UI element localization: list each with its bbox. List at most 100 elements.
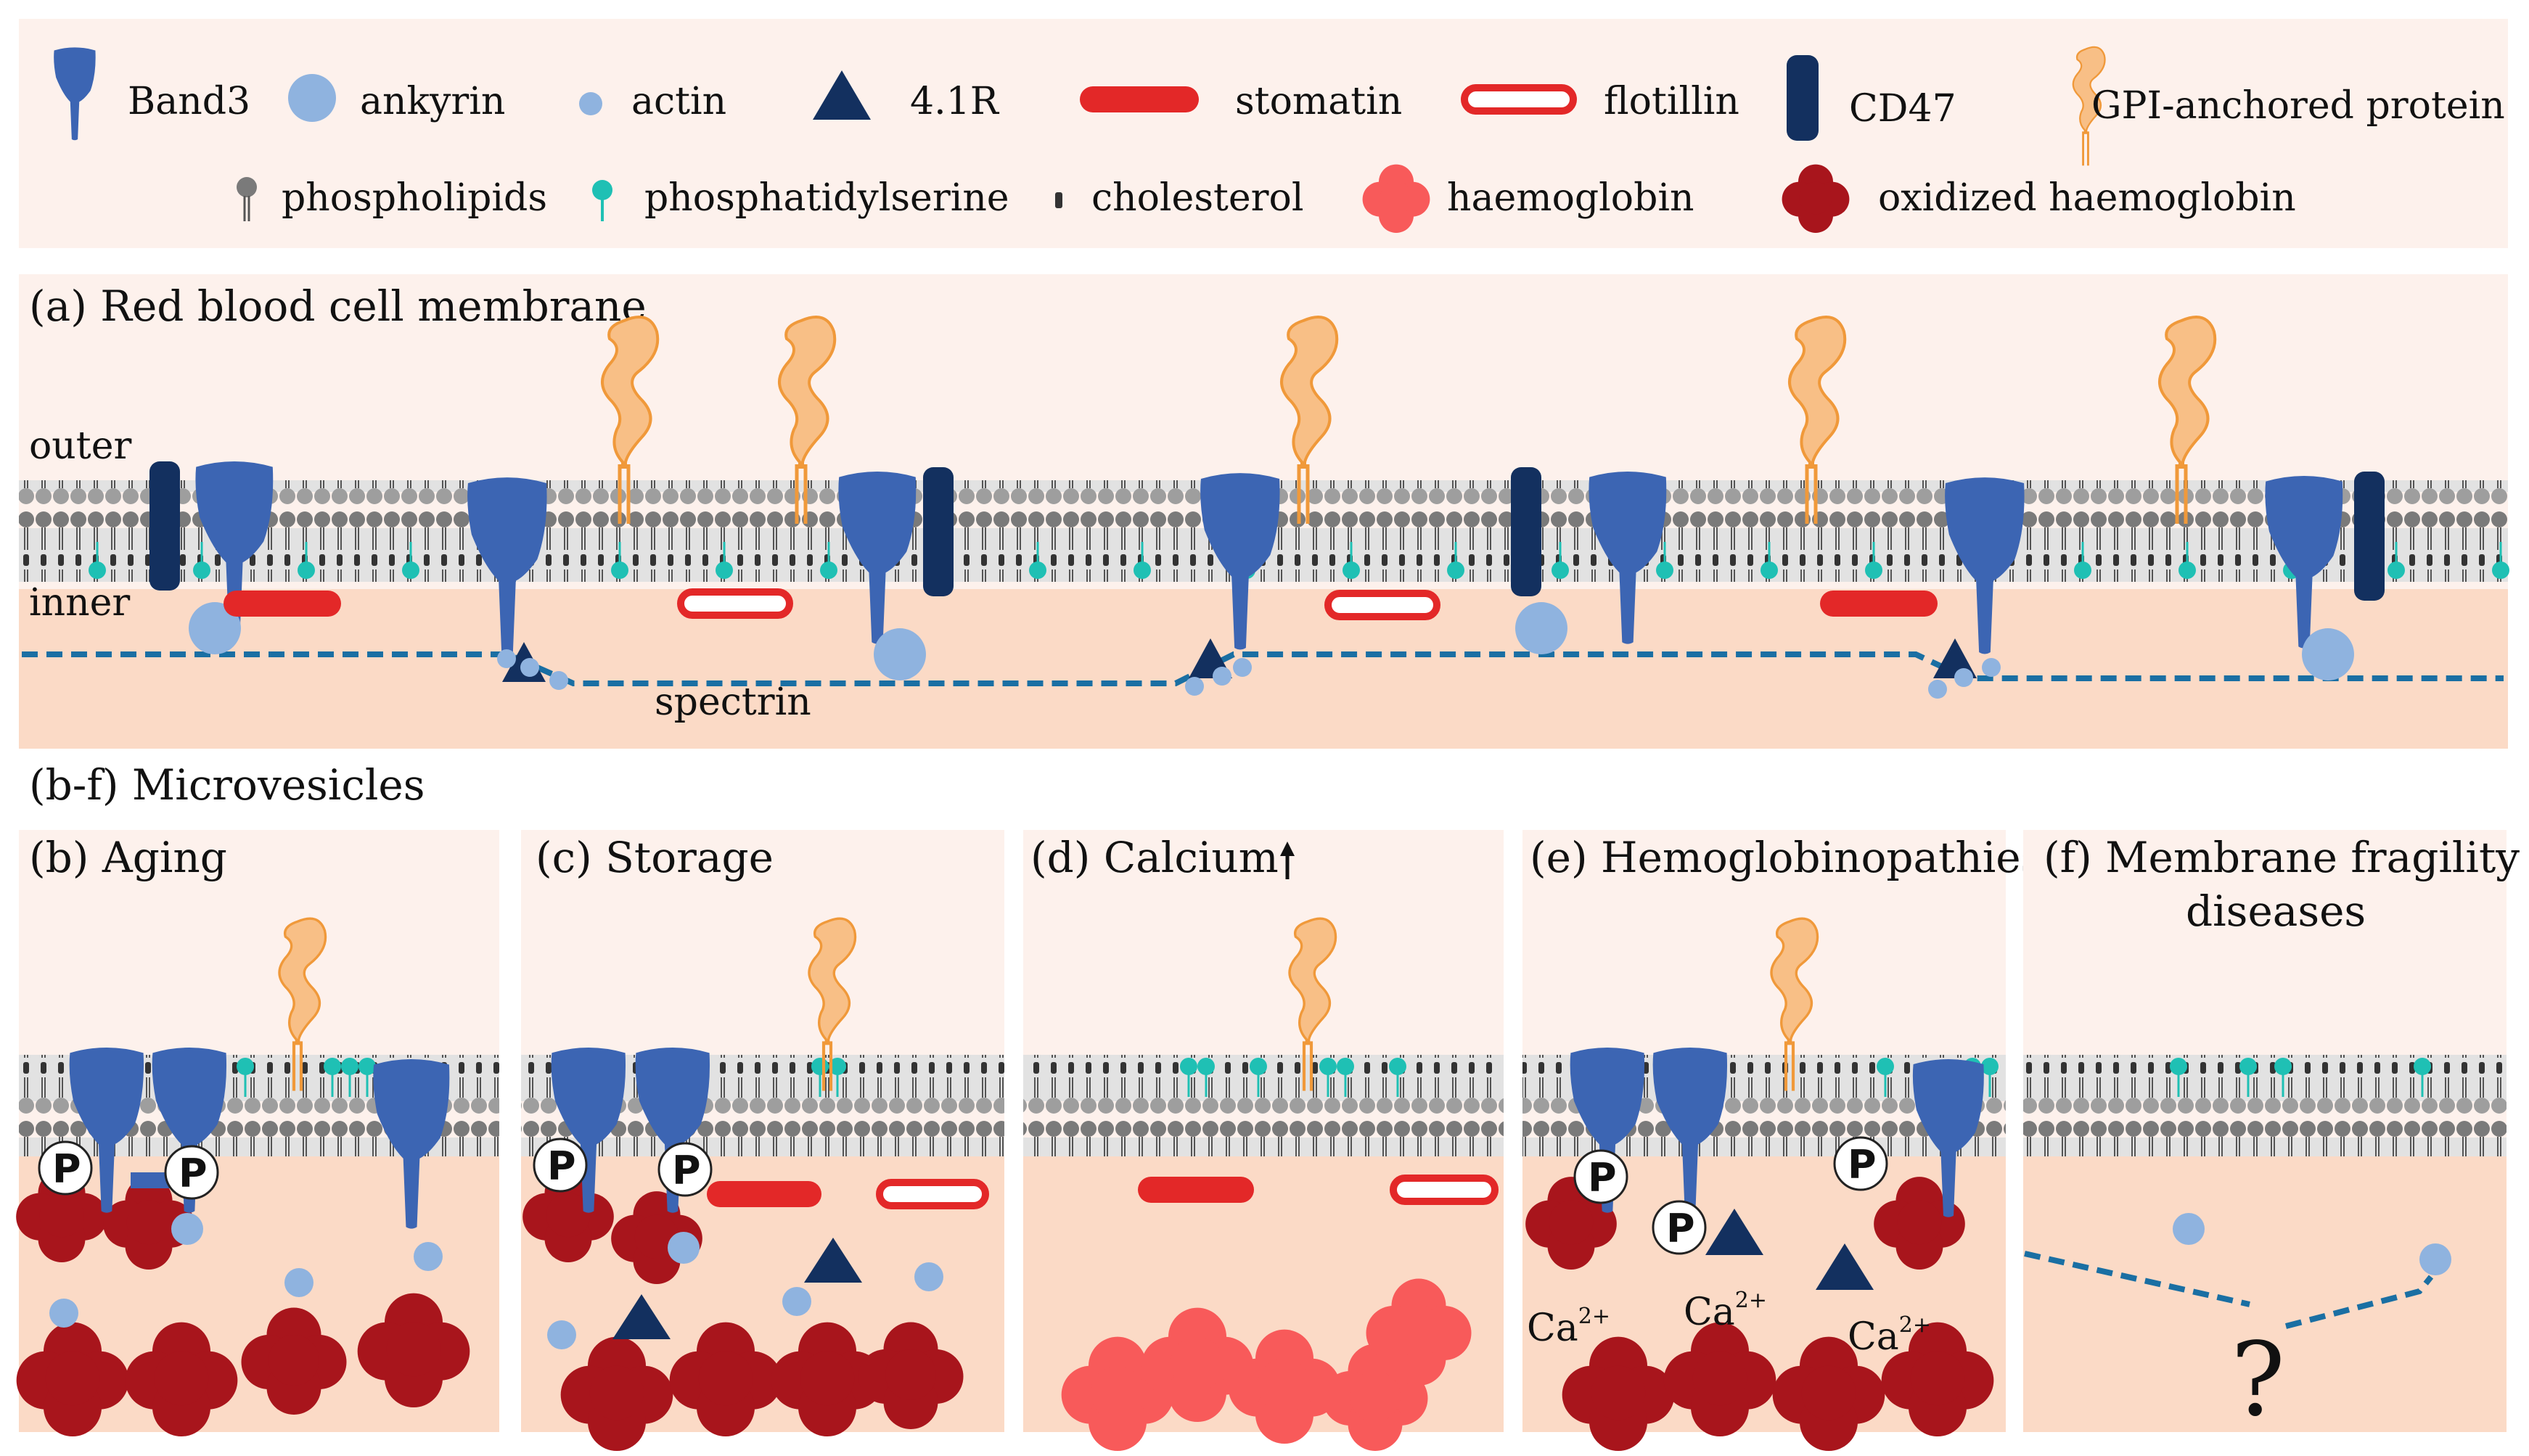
actin	[1233, 658, 1252, 677]
ankyrin	[414, 1242, 443, 1271]
legend-phospholipids-label: phospholipids	[282, 176, 547, 220]
legend-gpi: GPI-anchored protein	[2072, 46, 2505, 168]
calcium-label: Ca2+	[1684, 1288, 1767, 1334]
panel-e-hemoglobinopathies: (e) Hemoglobinopathies P P P Ca2+ Ca2+ C…	[1522, 830, 2042, 1451]
flotillin	[1324, 590, 1440, 620]
legend-stomatin: stomatin	[1080, 80, 1402, 123]
legend: Band3 ankyrin actin 4.1R stomatin flotil…	[19, 19, 2508, 248]
legend-cholesterol-label: cholesterol	[1091, 176, 1303, 220]
actin-icon	[579, 92, 602, 115]
legend-cd47: CD47	[1787, 55, 1956, 141]
inner-label: inner	[29, 581, 130, 625]
legend-phosphatidylserine: phosphatidylserine	[592, 176, 1009, 221]
ankyrin	[914, 1262, 943, 1291]
phospholipid-icon	[237, 177, 257, 197]
phosphate-badge	[1573, 1149, 1628, 1204]
legend-band3: Band3	[54, 47, 250, 141]
ankyrin	[782, 1287, 811, 1316]
legend-cholesterol: cholesterol	[1055, 176, 1303, 220]
protein-41r	[1705, 1209, 1763, 1255]
stomatin	[707, 1181, 821, 1207]
arrow-up-icon	[1280, 842, 1295, 879]
stomatin-icon	[1080, 86, 1199, 112]
actin	[1954, 668, 1973, 687]
protein-41r	[612, 1294, 671, 1339]
outer-label: outer	[29, 424, 131, 468]
legend-haemoglobin-label: haemoglobin	[1447, 176, 1694, 220]
legend-phosphatidylserine-label: phosphatidylserine	[644, 176, 1009, 220]
legend-flotillin: flotillin	[1461, 80, 1739, 123]
question-mark: ?	[2231, 1321, 2285, 1439]
panel-b-aging: (b) Aging P P	[16, 830, 499, 1436]
phosphate-label: P	[179, 1151, 208, 1196]
protein-41r	[1816, 1243, 1874, 1290]
panel-d-title: (d) Calcium	[1030, 833, 1279, 882]
cd47	[923, 467, 954, 596]
panel-b-title: (b) Aging	[29, 833, 227, 882]
ankyrin	[1515, 602, 1567, 654]
legend-band3-label: Band3	[128, 80, 250, 123]
legend-actin: actin	[579, 80, 726, 123]
actin	[520, 658, 539, 677]
panel-a-title: (a) Red blood cell membrane	[29, 281, 647, 331]
legend-oxidized-haemoglobin-label: oxidized haemoglobin	[1878, 176, 2296, 220]
phosphate-badge	[657, 1142, 713, 1197]
ankyrin	[547, 1320, 576, 1349]
flotillin	[876, 1179, 989, 1209]
ankyrin	[2419, 1243, 2451, 1275]
ankyrin	[874, 628, 926, 680]
panel-a: (a) Red blood cell membrane outer inner …	[19, 274, 2511, 749]
ankyrin	[2173, 1213, 2205, 1245]
stomatin	[224, 591, 341, 617]
flotillin-icon	[1461, 84, 1577, 115]
legend-ankyrin: ankyrin	[288, 74, 505, 123]
phosphate-badge	[533, 1138, 588, 1193]
phosphate-label: P	[1588, 1155, 1617, 1201]
actin	[1982, 658, 2001, 677]
legend-haemoglobin: haemoglobin	[1362, 164, 1694, 233]
cd47-icon	[1787, 55, 1819, 141]
panel-f-membrane-fragility: (f) Membrane fragility diseases ?	[2023, 830, 2520, 1439]
phosphate-label: P	[672, 1148, 701, 1193]
microvesicles-title: (b-f) Microvesicles	[29, 760, 425, 810]
panel-f-title-line1: (f) Membrane fragility	[2044, 833, 2520, 882]
legend-phospholipids: phospholipids	[237, 176, 547, 221]
legend-41r-label: 4.1R	[910, 80, 1000, 123]
stomatin	[1820, 591, 1938, 617]
legend-stomatin-label: stomatin	[1235, 80, 1402, 123]
legend-ankyrin-label: ankyrin	[360, 80, 505, 123]
cd47	[2354, 472, 2385, 601]
spectrin-fragment	[2024, 1251, 2250, 1307]
panel-c-storage: (c) Storage P P	[521, 830, 1004, 1451]
phosphate-badge	[1652, 1200, 1707, 1255]
legend-actin-label: actin	[631, 80, 726, 123]
phosphate-label: P	[547, 1143, 576, 1189]
phosphatidylserine-icon	[592, 180, 612, 200]
cd47	[1511, 467, 1541, 596]
calcium-label: Ca2+	[1527, 1304, 1610, 1350]
spectrin-label: spectrin	[655, 680, 811, 724]
calcium-label: Ca2+	[1848, 1312, 1931, 1359]
phosphate-badge	[38, 1140, 93, 1196]
legend-gpi-label: GPI-anchored protein	[2091, 84, 2505, 128]
ankyrin-icon	[288, 74, 336, 122]
protein-41r	[804, 1238, 862, 1283]
ankyrin	[668, 1232, 700, 1264]
legend-cd47-label: CD47	[1849, 87, 1956, 131]
spectrin-fragment	[2284, 1275, 2434, 1329]
ankyrin	[2302, 628, 2354, 680]
panel-f-title-line2: diseases	[2186, 887, 2366, 936]
actin	[497, 649, 516, 668]
phosphate-badge	[1833, 1136, 1888, 1191]
phosphate-badge	[164, 1145, 219, 1200]
phosphate-label: P	[52, 1146, 81, 1192]
flotillin	[1390, 1175, 1499, 1205]
panel-e-title: (e) Hemoglobinopathies	[1530, 833, 2042, 882]
actin	[1928, 680, 1947, 699]
lipid-bilayer	[2023, 1055, 2507, 1156]
ankyrin	[171, 1213, 203, 1245]
cd47	[149, 461, 180, 591]
ankyrin	[189, 602, 241, 654]
flotillin	[677, 588, 793, 619]
